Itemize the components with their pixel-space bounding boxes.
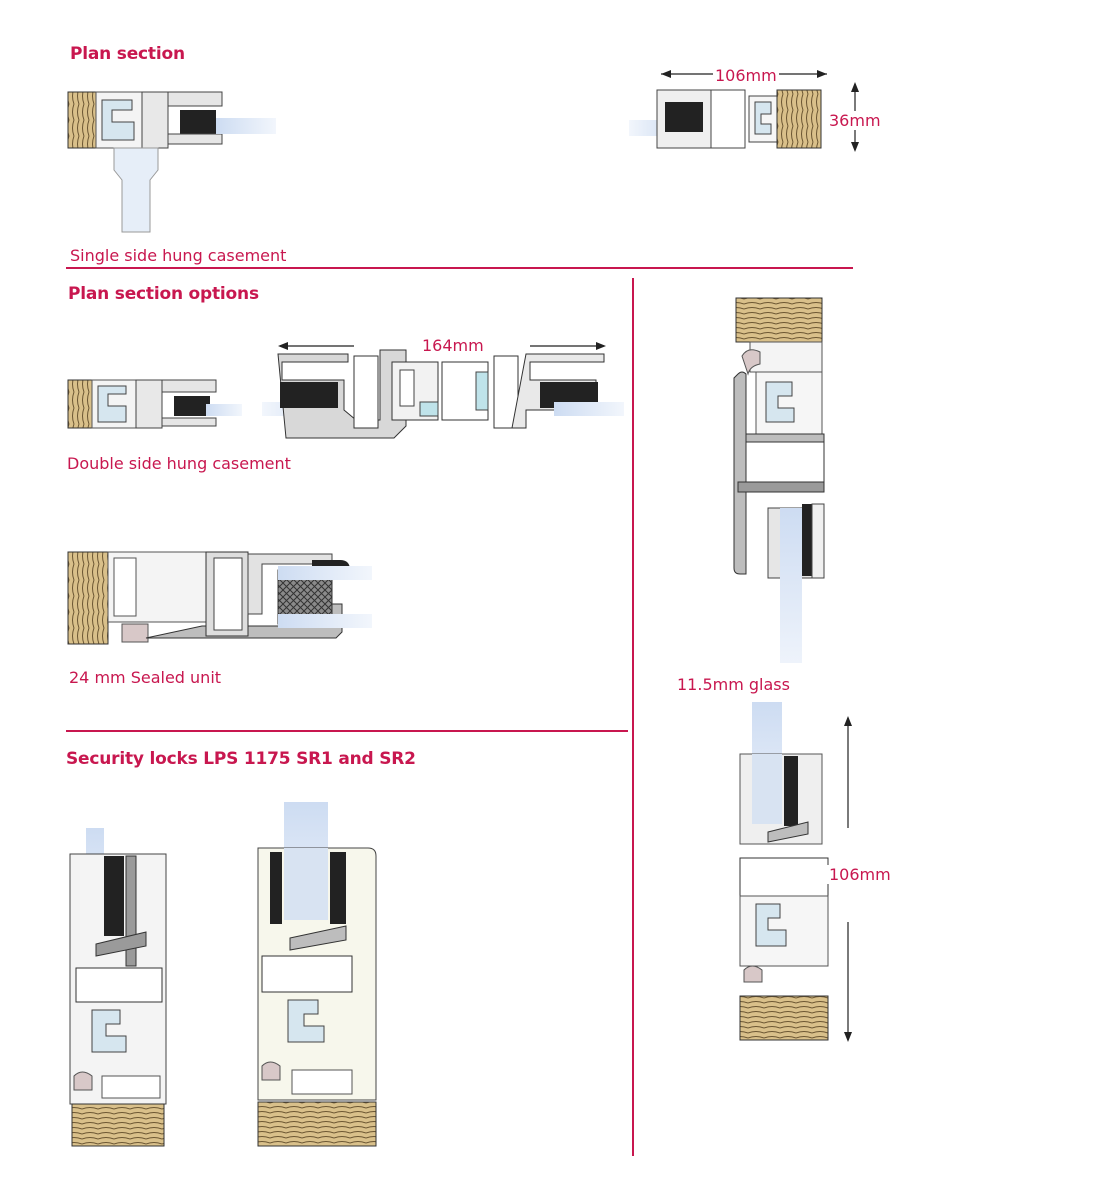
security-lock-sr1-drawing bbox=[69, 828, 167, 1147]
double-casement-large-drawing bbox=[262, 342, 624, 439]
vertical-height-label: 106mm bbox=[827, 865, 893, 884]
double-side-hung-caption: Double side hung casement bbox=[67, 454, 291, 473]
vertical-section-top-drawing bbox=[733, 297, 825, 663]
security-lock-sr2-drawing bbox=[257, 802, 377, 1147]
single-casement-drawing bbox=[67, 91, 276, 233]
section-divider-top bbox=[66, 267, 853, 269]
single-side-hung-caption: Single side hung casement bbox=[70, 246, 287, 265]
plan-width-label: 106mm bbox=[713, 66, 779, 85]
plan-section-right-drawing bbox=[629, 70, 859, 152]
sealed-unit-caption: 24 mm Sealed unit bbox=[69, 668, 222, 687]
sealed-unit-drawing bbox=[67, 551, 372, 645]
double-casement-small-drawing bbox=[67, 379, 242, 429]
plan-section-options-heading: Plan section options bbox=[68, 284, 259, 304]
vertical-section-bottom-drawing bbox=[739, 702, 852, 1042]
plan-section-heading: Plan section bbox=[70, 44, 185, 64]
double-width-label: 164mm bbox=[420, 336, 486, 355]
glass-caption: 11.5mm glass bbox=[677, 675, 790, 694]
section-divider-vertical bbox=[632, 278, 634, 1156]
section-divider-middle bbox=[66, 730, 628, 732]
security-locks-heading: Security locks LPS 1175 SR1 and SR2 bbox=[66, 749, 416, 769]
plan-depth-label: 36mm bbox=[827, 111, 883, 130]
